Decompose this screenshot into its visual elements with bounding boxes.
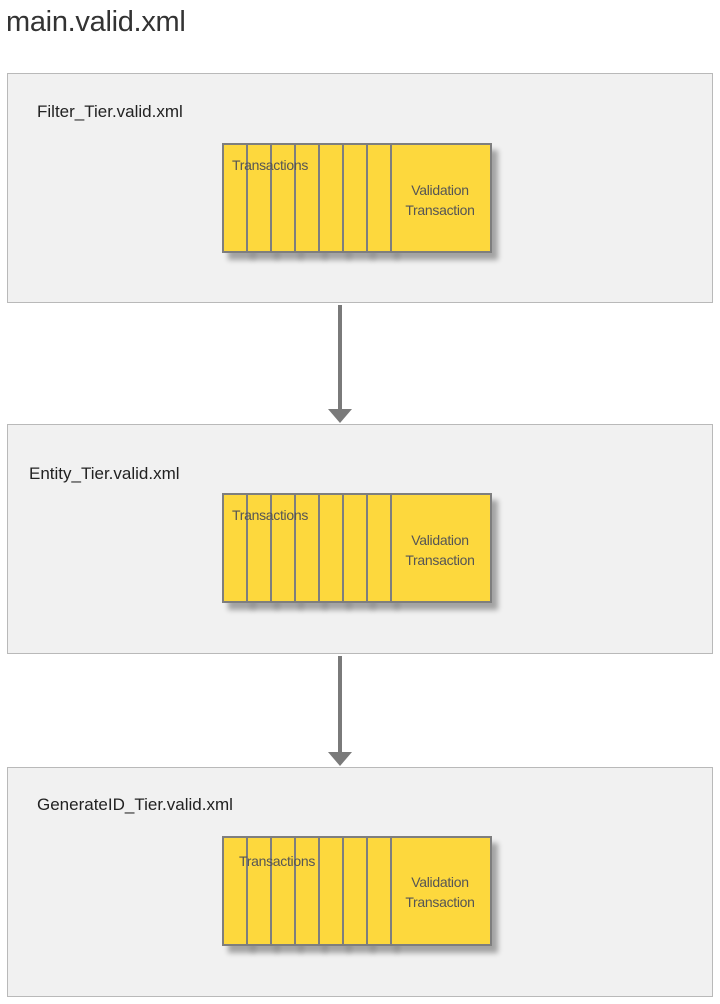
flow-arrow-down-icon [328, 656, 352, 766]
validation-transaction-label: Validation Transaction [388, 180, 492, 220]
validation-label-line1: Validation [411, 182, 469, 198]
transaction-card [318, 836, 344, 946]
validation-transaction-label: Validation Transaction [388, 872, 492, 912]
transaction-card [294, 836, 320, 946]
transaction-stack: Transactions Validation Transaction [222, 493, 492, 603]
tier-panel-generateid: GenerateID_Tier.valid.xml Transactions V… [7, 767, 713, 997]
validation-transaction-card [390, 143, 492, 253]
transaction-card [342, 493, 368, 603]
transaction-card [318, 143, 344, 253]
transaction-card [246, 143, 272, 253]
diagram-title: main.valid.xml [6, 6, 186, 38]
transaction-stack: Transactions Validation Transaction [222, 143, 492, 253]
tier-label: Entity_Tier.valid.xml [29, 464, 180, 483]
transaction-card [318, 493, 344, 603]
tier-panel-filter: Filter_Tier.valid.xml Transactions Valid… [7, 73, 713, 303]
validation-transaction-card [390, 836, 492, 946]
validation-label-line2: Transaction [405, 552, 475, 568]
validation-label-line2: Transaction [405, 894, 475, 910]
transactions-label: Transactions [239, 853, 316, 869]
validation-transaction-label: Validation Transaction [388, 530, 492, 570]
tier-label: Filter_Tier.valid.xml [37, 102, 183, 121]
tier-label: GenerateID_Tier.valid.xml [37, 795, 233, 814]
validation-transaction-card [390, 493, 492, 603]
tier-panel-entity: Entity_Tier.valid.xml Transactions Valid… [7, 424, 713, 654]
transactions-label: Transactions [232, 157, 309, 173]
flow-arrow-down-icon [328, 305, 352, 423]
transactions-label: Transactions [232, 507, 309, 523]
transaction-card [342, 836, 368, 946]
validation-label-line1: Validation [411, 532, 469, 548]
validation-label-line1: Validation [411, 874, 469, 890]
transaction-stack: Transactions Validation Transaction [222, 836, 492, 946]
transaction-card [270, 143, 296, 253]
validation-label-line2: Transaction [405, 202, 475, 218]
transaction-card [342, 143, 368, 253]
